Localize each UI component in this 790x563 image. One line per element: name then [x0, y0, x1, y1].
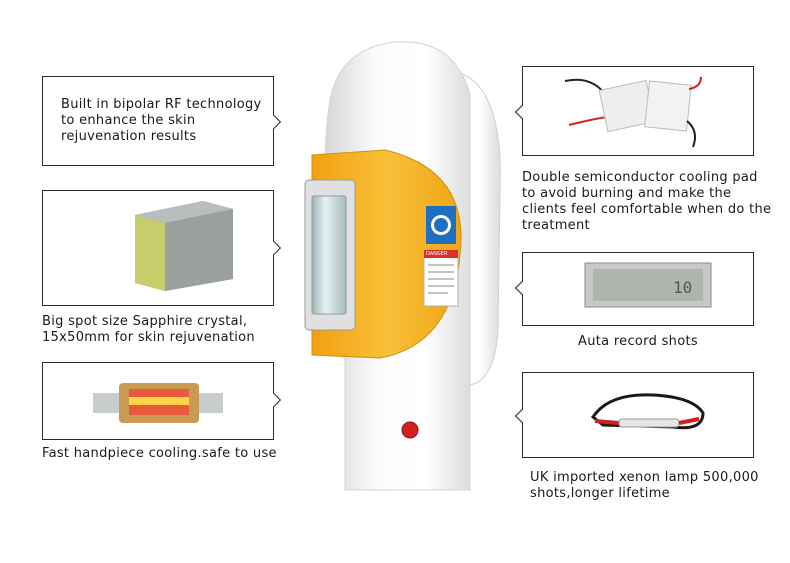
callout-semiconductor-image	[514, 66, 754, 156]
callout-lamp-image	[514, 372, 754, 458]
callout-counter-text: Auta record shots	[578, 334, 698, 349]
callout-rf-text: Built in bipolar RF technology to enhanc…	[61, 97, 262, 144]
cooling-head-image	[93, 383, 223, 423]
callout-semiconductor-text: Double semiconductor cooling pad to avoi…	[522, 170, 772, 233]
callout-counter-image: 10	[514, 252, 754, 326]
callout-sapphire-image	[42, 190, 282, 306]
sapphire-crystal-image	[135, 201, 233, 291]
trigger-button	[401, 421, 419, 439]
shot-counter-image: 10	[584, 262, 712, 308]
semiconductor-pads-image	[564, 76, 702, 148]
callout-cooling-text: Fast handpiece cooling.safe to use	[42, 446, 277, 461]
callout-cooling-image	[42, 362, 282, 440]
callout-lamp-text: UK imported xenon lamp 500,000 shots,lon…	[530, 470, 759, 501]
callout-sapphire-text: Big spot size Sapphire crystal, 15x50mm …	[42, 314, 255, 345]
svg-text:10: 10	[673, 278, 692, 297]
warning-label: DANGER	[426, 251, 448, 257]
callout-bipolar-rf: Built in bipolar RF technology to enhanc…	[42, 76, 282, 166]
xenon-lamp-image	[590, 393, 705, 430]
